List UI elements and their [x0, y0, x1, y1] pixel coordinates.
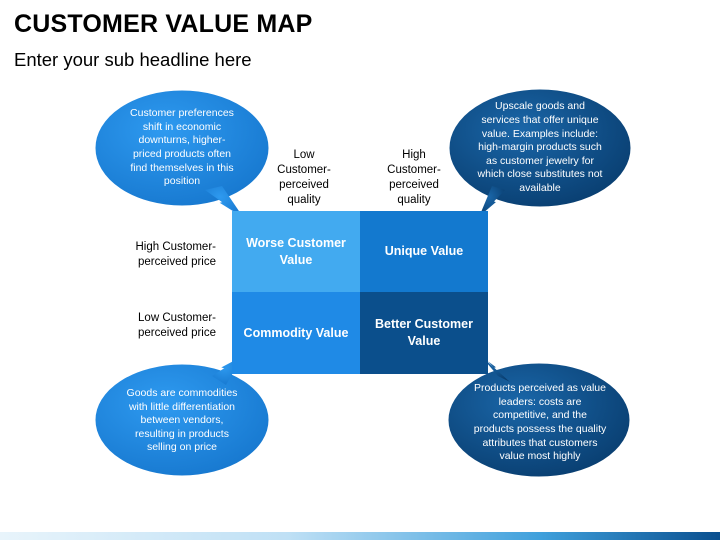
row-label-low-price: Low Customer-perceived price	[138, 312, 216, 339]
quadrant-commodity-value: Commodity Value	[232, 292, 360, 374]
quadrant-unique-value: Unique Value	[360, 211, 488, 292]
page-subtitle: Enter your sub headline here	[14, 49, 252, 70]
page-title: CUSTOMER VALUE MAP	[14, 10, 313, 38]
quadrant-unique-value-label: Unique Value	[384, 244, 464, 258]
quadrant-commodity-value-label: Commodity Value	[243, 325, 349, 340]
footer-gradient-bar	[0, 532, 720, 540]
row-label-high-price: High Customer-perceived price	[135, 241, 216, 268]
bubble-top-right-shape	[446, 86, 634, 221]
bubble-bottom-left-shape	[92, 350, 272, 479]
